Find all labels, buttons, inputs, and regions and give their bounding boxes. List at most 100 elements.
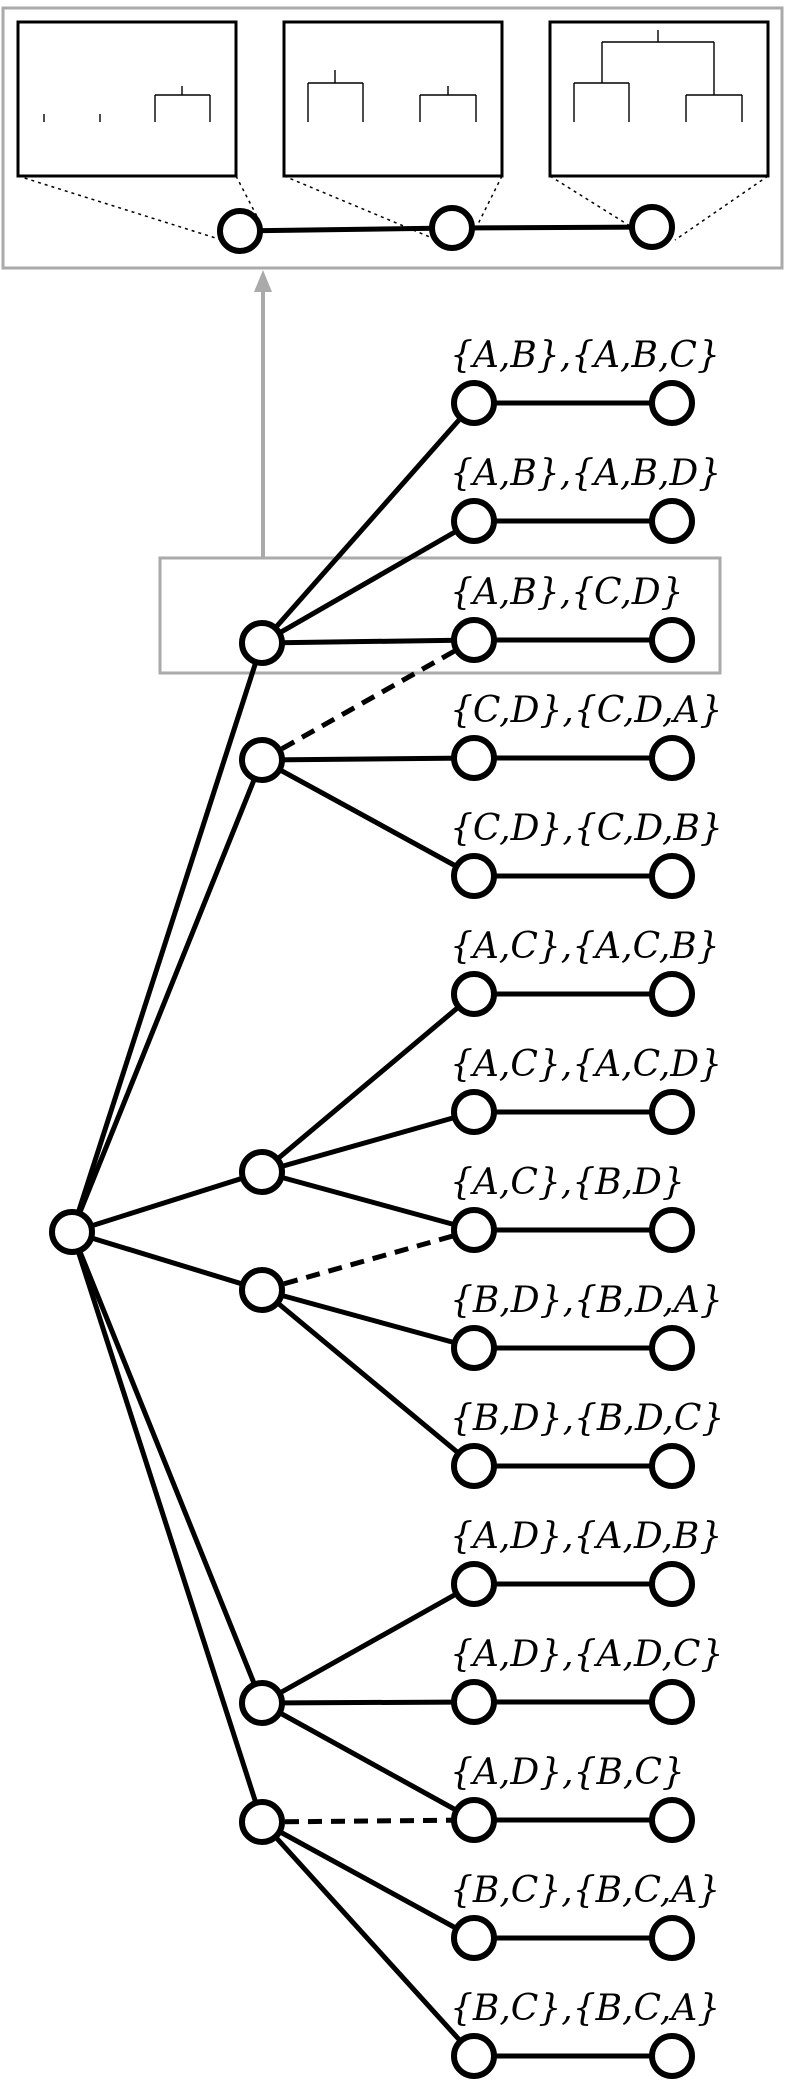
highlight-box bbox=[158, 556, 722, 675]
inset-node bbox=[629, 204, 675, 250]
leaf-node-right bbox=[649, 1679, 695, 1725]
leaf-labels: {A,B},{A,B,C} {A,B},{A,B,D} {A,B},{C,D} … bbox=[450, 335, 724, 2029]
leaf-node-left bbox=[451, 853, 497, 899]
leaf-node-right bbox=[649, 1325, 695, 1371]
internal-node bbox=[239, 1149, 285, 1195]
tree-edge bbox=[260, 1700, 476, 1823]
leaf-node-right bbox=[649, 1915, 695, 1961]
leaf-node-left bbox=[451, 971, 497, 1017]
inset-connector bbox=[17, 175, 223, 241]
dendrogram-2 bbox=[307, 70, 477, 122]
tree-edge bbox=[69, 642, 265, 1233]
inset-connector bbox=[674, 175, 769, 241]
tree-edge bbox=[260, 992, 476, 1174]
leaf-label: {A,C},{B,D} bbox=[450, 1162, 685, 1203]
leaf-node-right bbox=[649, 498, 695, 544]
leaf-label: {B,C},{B,C,A} bbox=[450, 1988, 720, 2029]
inset-panel bbox=[1, 6, 784, 270]
tree-edge bbox=[260, 1288, 476, 1468]
inset-edge bbox=[451, 224, 653, 231]
tree-edge bbox=[261, 1699, 475, 1706]
leaf-node-right bbox=[649, 2033, 695, 2079]
leaf-node-left bbox=[451, 498, 497, 544]
tree-edge-dashed bbox=[261, 1817, 475, 1825]
leaf-node-left bbox=[451, 1443, 497, 1489]
internal-node bbox=[239, 1799, 285, 1845]
tree-edge bbox=[260, 1820, 476, 2058]
leaf-node-left bbox=[451, 1089, 497, 1135]
dendrogram-1 bbox=[43, 86, 211, 122]
tree-edge-dashed bbox=[261, 1227, 475, 1293]
tree-edge bbox=[260, 1819, 476, 1941]
zoom-arrow bbox=[254, 270, 272, 558]
dendrogram-3 bbox=[573, 30, 743, 122]
leaf-node-left bbox=[451, 735, 497, 781]
leaf-node-left bbox=[451, 1679, 497, 1725]
leaf-node-right bbox=[649, 1443, 695, 1489]
leaf-label: {A,B},{A,B,C} bbox=[450, 335, 720, 376]
leaf-label: {A,D},{A,D,B} bbox=[450, 1516, 722, 1557]
dendrogram-frame-2 bbox=[282, 20, 504, 178]
tree-edge bbox=[261, 755, 475, 763]
tree-edge bbox=[261, 1169, 475, 1233]
leaf-node-left bbox=[451, 380, 497, 426]
leaf-node-left bbox=[451, 1797, 497, 1843]
leaf-label: {B,D},{B,D,A} bbox=[450, 1280, 723, 1321]
tree-edge bbox=[260, 401, 476, 645]
tree-nodes bbox=[49, 380, 695, 2079]
leaf-node-right bbox=[649, 853, 695, 899]
tree-edge bbox=[69, 759, 265, 1233]
inset-connector bbox=[235, 175, 263, 227]
leaf-node-left bbox=[451, 617, 497, 663]
tree-edge bbox=[71, 1229, 263, 1293]
leaf-node-right bbox=[649, 1089, 695, 1135]
leaf-label: {C,D},{C,D,A} bbox=[450, 690, 722, 731]
leaf-node-right bbox=[649, 617, 695, 663]
leaf-node-right bbox=[649, 971, 695, 1017]
leaf-label: {A,D},{A,D,C} bbox=[450, 1634, 723, 1675]
tree-edge bbox=[69, 1231, 265, 1704]
leaf-node-left bbox=[451, 2033, 497, 2079]
internal-node bbox=[239, 1267, 285, 1313]
leaf-label: {A,C},{A,C,D} bbox=[450, 1044, 722, 1085]
leaf-node-right bbox=[649, 1797, 695, 1843]
root-node bbox=[49, 1209, 95, 1255]
leaf-label: {B,D},{B,D,C} bbox=[450, 1398, 724, 1439]
tree-edge bbox=[261, 1287, 475, 1351]
internal-node bbox=[239, 737, 285, 783]
leaf-label: {A,B},{C,D} bbox=[450, 572, 684, 613]
tree-edge bbox=[260, 757, 476, 879]
leaf-label: {B,C},{B,C,A} bbox=[450, 1870, 720, 1911]
dendrogram-frame-1 bbox=[16, 20, 238, 178]
tree-edge bbox=[71, 1169, 263, 1235]
inset-outer-box bbox=[1, 6, 784, 270]
leaf-label: {A,C},{A,C,B} bbox=[450, 926, 720, 967]
inset-connector bbox=[476, 175, 503, 227]
inset-node bbox=[217, 208, 263, 254]
dendrogram-frame-3 bbox=[548, 20, 770, 178]
tree-edge bbox=[261, 637, 475, 646]
tree-edge bbox=[260, 1581, 476, 1706]
inset-connector bbox=[549, 175, 631, 227]
internal-node bbox=[239, 1680, 285, 1726]
leaf-node-left bbox=[451, 1561, 497, 1607]
leaf-node-right bbox=[649, 380, 695, 426]
leaf-node-left bbox=[451, 1325, 497, 1371]
inset-edge bbox=[239, 225, 453, 234]
leaf-node-right bbox=[649, 735, 695, 781]
leaf-node-left bbox=[451, 1207, 497, 1253]
internal-node bbox=[239, 620, 285, 666]
leaf-label: {C,D},{C,D,B} bbox=[450, 808, 723, 849]
tree-edge bbox=[260, 518, 476, 646]
leaf-node-left bbox=[451, 1915, 497, 1961]
tree-edge bbox=[261, 1109, 475, 1175]
leaf-label: {A,B},{A,B,D} bbox=[450, 453, 721, 494]
tree-edge-dashed bbox=[260, 637, 476, 763]
leaf-node-right bbox=[649, 1207, 695, 1253]
tree-edge bbox=[69, 1231, 265, 1823]
leaf-label: {A,D},{B,C} bbox=[450, 1752, 685, 1793]
inset-node bbox=[429, 205, 475, 251]
tree-edges bbox=[69, 400, 672, 2059]
leaf-node-right bbox=[649, 1561, 695, 1607]
